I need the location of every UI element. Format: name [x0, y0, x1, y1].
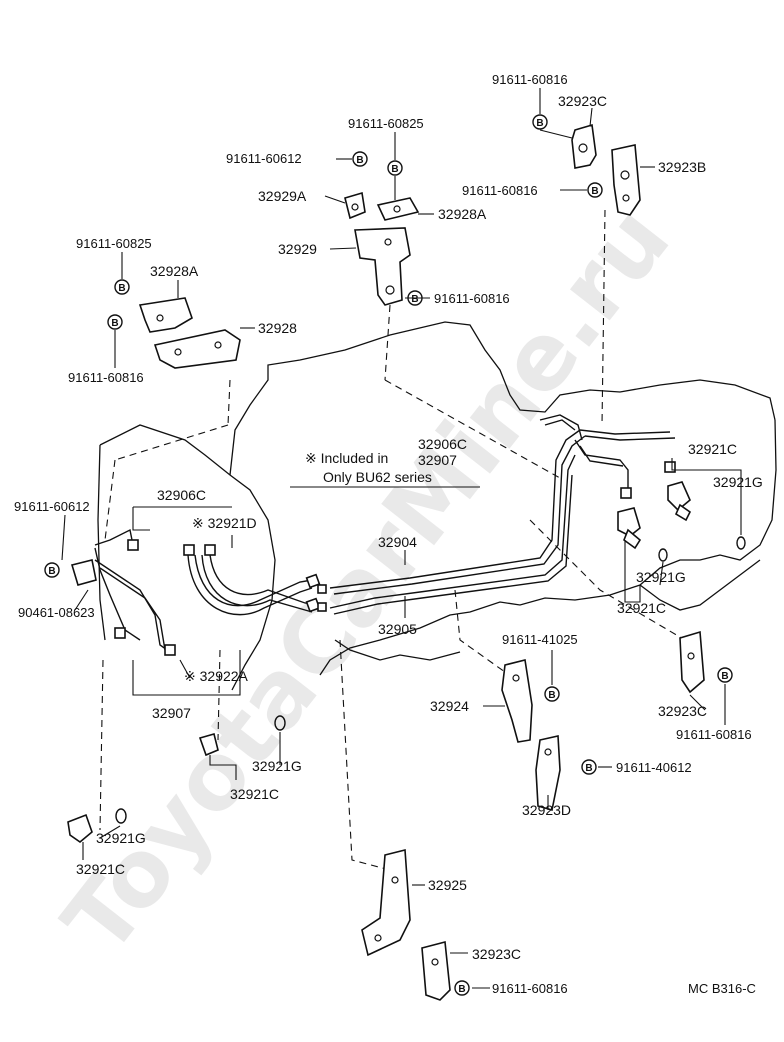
- label-91611-40612: 91611-40612: [616, 760, 692, 775]
- label-32923C-top: 32923C: [558, 93, 607, 109]
- bracket-32924: [501, 659, 533, 743]
- label-91611-41025: 91611-41025: [502, 632, 578, 647]
- svg-text:B: B: [585, 763, 592, 774]
- bracket-32923C-right: [679, 630, 705, 694]
- note-line1: ※ Included in: [305, 450, 388, 466]
- svg-text:B: B: [48, 566, 55, 577]
- union-32921C-right2: [617, 507, 642, 550]
- svg-text:B: B: [591, 186, 598, 197]
- pipe-fittings: [114, 461, 676, 656]
- label-32923D: 32923D: [522, 802, 571, 818]
- label-32929: 32929: [278, 241, 317, 257]
- part-labels: 91611-60816 32923C 91611-60825 91611-606…: [14, 72, 763, 996]
- diagram-code: MC B316-C: [688, 981, 756, 996]
- label-32921G-bl: 32921G: [96, 830, 146, 846]
- label-32905: 32905: [378, 621, 417, 637]
- bracket-32928: [153, 329, 241, 369]
- bracket-32923C-top: [571, 123, 597, 169]
- label-32921D: ※ 32921D: [192, 515, 257, 531]
- label-91611-60816-right: 91611-60816: [676, 727, 752, 742]
- label-91611-60612-top: 91611-60612: [226, 151, 302, 166]
- label-32929A: 32929A: [258, 188, 307, 204]
- label-32921G-right: 32921G: [713, 474, 763, 490]
- bracket-32929: [354, 227, 411, 306]
- label-91611-60612-left: 91611-60612: [14, 499, 90, 514]
- svg-text:B: B: [411, 294, 418, 305]
- svg-text:B: B: [548, 690, 555, 701]
- flex-hoses-32906C-32907: [94, 528, 313, 653]
- label-32928A-left: 32928A: [150, 263, 199, 279]
- label-32921G-mid: 32921G: [252, 758, 302, 774]
- note-part-a: 32906C: [418, 436, 467, 452]
- label-32907: 32907: [152, 705, 191, 721]
- label-32921C-right: 32921C: [688, 441, 737, 457]
- label-91611-60825-left: 91611-60825: [76, 236, 152, 251]
- label-91611-60816-c: 91611-60816: [434, 291, 510, 306]
- bracket-32923D: [535, 735, 561, 812]
- label-90461-08623: 90461-08623: [18, 605, 95, 620]
- label-91611-60816-b: 91611-60816: [462, 183, 538, 198]
- label-32921G-right2: 32921G: [636, 569, 686, 585]
- bracket-32928A-left: [138, 297, 193, 333]
- label-32928A-mid: 32928A: [438, 206, 487, 222]
- label-32923C-bottom: 32923C: [472, 946, 521, 962]
- union-32921C-mid: [198, 733, 219, 757]
- bracket-32928A-mid: [376, 197, 420, 221]
- note-line2: Only BU62 series: [323, 469, 432, 485]
- svg-text:B: B: [536, 118, 543, 129]
- label-91611-60825-mid: 91611-60825: [348, 116, 424, 131]
- note-block: ※ Included in 32906C 32907 Only BU62 ser…: [305, 436, 467, 485]
- label-91611-60816-top: 91611-60816: [492, 72, 568, 87]
- union-32921C-right: [667, 481, 692, 522]
- leader-lines: [61, 88, 742, 989]
- label-91611-60816-bottom: 91611-60816: [492, 981, 568, 996]
- bracket-32923B: [611, 144, 641, 216]
- svg-text:B: B: [458, 984, 465, 995]
- label-32921C-right2: 32921C: [617, 600, 666, 616]
- label-32921C-bl: 32921C: [76, 861, 125, 877]
- label-32923C-right: 32923C: [658, 703, 707, 719]
- svg-text:B: B: [721, 671, 728, 682]
- label-32923B: 32923B: [658, 159, 706, 175]
- svg-text:B: B: [111, 318, 118, 329]
- svg-text:B: B: [391, 164, 398, 175]
- bracket-32923C-bottom: [421, 940, 451, 1001]
- svg-text:B: B: [118, 283, 125, 294]
- brake-pipe-32905: [329, 454, 576, 615]
- gaskets-32921G: [115, 536, 746, 824]
- label-32925: 32925: [428, 877, 467, 893]
- brake-pipe-32904: [329, 414, 676, 595]
- label-32928: 32928: [258, 320, 297, 336]
- svg-text:B: B: [356, 155, 363, 166]
- bracket-32925: [361, 848, 411, 957]
- clip-32929A: [344, 191, 366, 220]
- note-part-b: 32907: [418, 452, 457, 468]
- dashed-leaders: [99, 209, 686, 871]
- label-32921C-mid: 32921C: [230, 786, 279, 802]
- label-32922A: ※ 32922A: [184, 668, 249, 684]
- bracket-left-block: [70, 559, 97, 586]
- label-32906C: 32906C: [157, 487, 206, 503]
- label-32924: 32924: [430, 698, 469, 714]
- label-32904: 32904: [378, 534, 417, 550]
- union-32921C-bl: [67, 813, 93, 844]
- label-91611-60816-left: 91611-60816: [68, 370, 144, 385]
- vehicle-frame-outline: [97, 321, 777, 691]
